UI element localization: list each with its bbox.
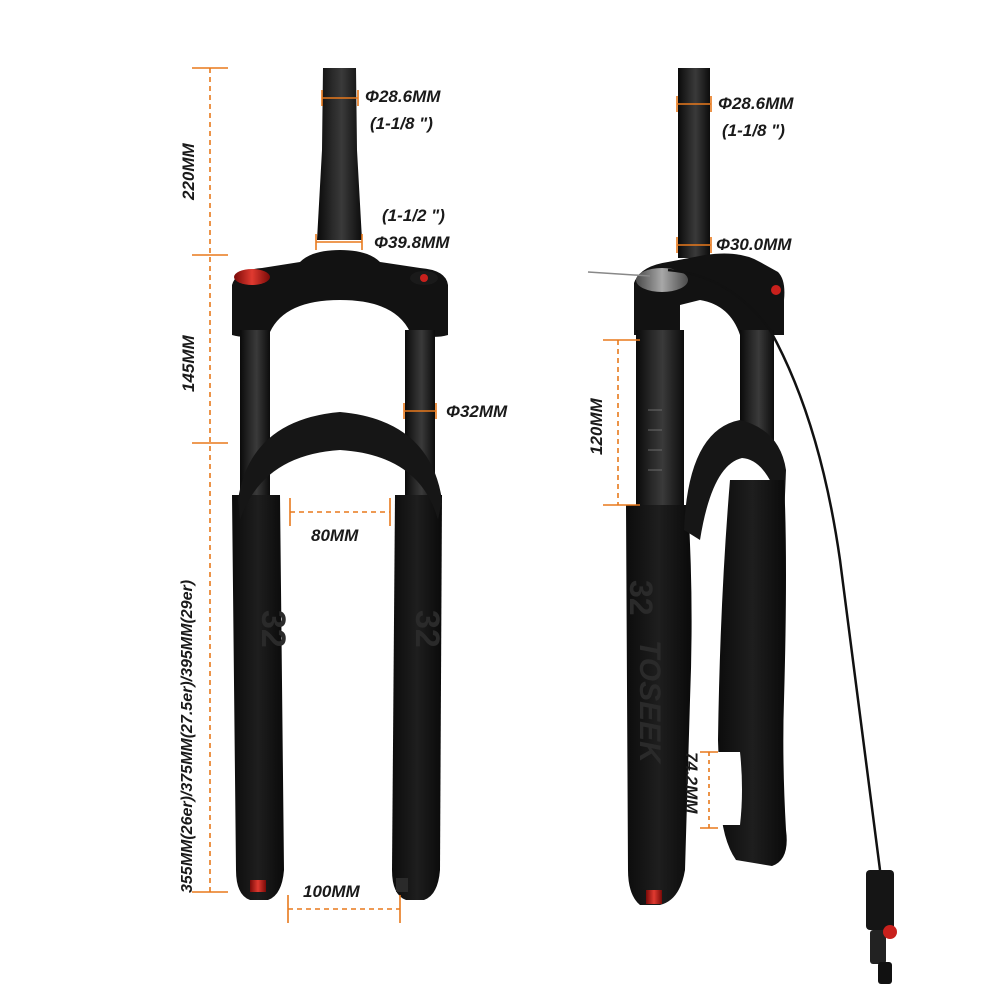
left-steerer-top-inch: (1-1/8 ") (370, 114, 433, 133)
right-steerer-bottom-dia: Φ30.0MM (716, 235, 792, 254)
axle-nut-icon (396, 878, 408, 892)
right-steerer (678, 68, 710, 258)
right-stanchion-l (636, 330, 684, 510)
left-lower-r (392, 495, 442, 900)
left-lower-length: 355MM(26er)/375MM(27.5er)/395MM(29er) (179, 579, 196, 893)
left-steerer-top-dia: Φ28.6MM (365, 87, 441, 106)
left-fork: 32 32 (232, 68, 448, 900)
svg-text:32: 32 (408, 610, 446, 648)
fork-crown-icon (634, 253, 785, 335)
left-steerer-bottom-inch: (1-1/2 ") (382, 206, 445, 225)
svg-text:32: 32 (623, 580, 659, 616)
left-steerer-bottom-dia: Φ39.8MM (374, 233, 450, 252)
axle-nut-icon (250, 880, 266, 892)
right-steerer-top-dia: Φ28.6MM (718, 94, 794, 113)
left-lower-l (232, 495, 284, 900)
left-axle-width: 100MM (303, 882, 360, 901)
right-lower-l (626, 505, 692, 905)
right-brand-text: TOSEEK (633, 640, 666, 765)
remote-lockout-icon (866, 870, 897, 984)
remote-cable (667, 268, 882, 871)
right-travel: 120MM (587, 398, 606, 455)
right-steerer-top-inch: (1-1/8 ") (722, 121, 785, 140)
right-fork: TOSEEK 32 (587, 68, 897, 984)
left-arch (238, 412, 442, 520)
left-steerer-length: 220MM (179, 143, 198, 200)
remote-lockout-icon (636, 268, 688, 292)
left-stanchion-dia: Φ32MM (446, 402, 508, 421)
right-dropout: 74.2MM (682, 752, 701, 814)
left-arch-width: 80MM (311, 526, 359, 545)
fork-crown-icon (232, 250, 448, 337)
dimension-lines (192, 67, 718, 923)
axle-nut-icon (646, 890, 662, 904)
right-arch (684, 420, 786, 540)
svg-text:32: 32 (254, 610, 292, 648)
lockout-cap-icon (234, 269, 270, 285)
left-steerer (317, 68, 362, 240)
left-crown-height: 145MM (179, 335, 198, 392)
